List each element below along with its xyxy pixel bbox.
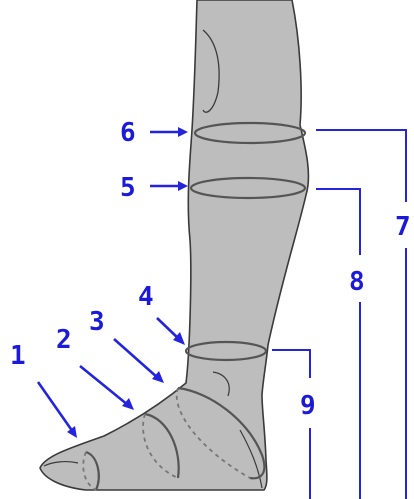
leg-silhouette (40, 0, 308, 490)
label-7: 7 (395, 212, 411, 242)
arrow-6-head (178, 127, 188, 137)
label-4: 4 (138, 282, 154, 312)
label-8: 8 (349, 267, 365, 297)
label-2: 2 (56, 325, 72, 355)
arrow-3 (114, 339, 158, 378)
bracket-9 (272, 350, 310, 378)
arrow-1 (38, 382, 73, 432)
label-3: 3 (89, 307, 105, 337)
arrow-2-head (122, 398, 134, 410)
label-6: 6 (120, 118, 136, 148)
label-9: 9 (300, 391, 316, 421)
label-1: 1 (10, 341, 26, 371)
bracket-8 (316, 189, 360, 255)
label-5: 5 (120, 173, 136, 203)
arrow-5-head (178, 181, 188, 191)
pointer-arrows (38, 127, 188, 438)
leg-illustration (40, 0, 308, 490)
arrow-2 (80, 366, 128, 405)
